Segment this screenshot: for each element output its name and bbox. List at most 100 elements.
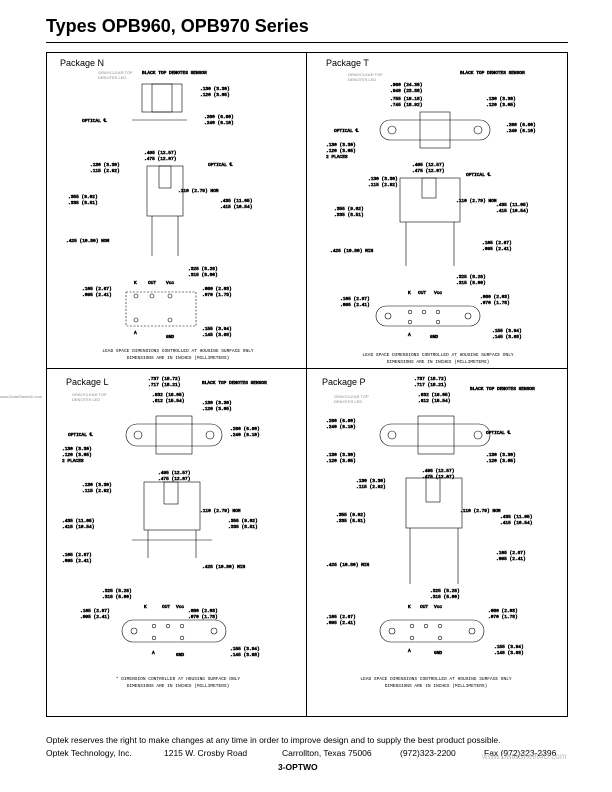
- n-dim-435: .435 (11.05): [220, 198, 252, 204]
- l-min-425: .425 (10.80) MIN: [202, 564, 246, 570]
- p-dim-130: .130 (3.30): [326, 452, 356, 458]
- l-dim-315: .315 (8.00): [102, 594, 132, 600]
- p-dim-355: .355 (9.02): [336, 512, 366, 518]
- p-dim-335: .335 (8.51): [336, 518, 366, 524]
- l-mount-hole-right: [205, 430, 215, 440]
- l-dim-130b: .130 (3.30): [82, 482, 112, 488]
- l-dim-095: .095 (2.41): [62, 558, 92, 564]
- p-dim-495: .495 (12.57): [422, 468, 454, 474]
- t-dim-315: .315 (8.00): [456, 280, 486, 286]
- t-dim-755: .755 (19.18): [390, 96, 422, 102]
- l-optical-cl: OPTICAL ℄: [68, 432, 94, 438]
- l-pin-k-label: K: [144, 604, 147, 610]
- t-notes: LEAD SPACE DIMENSIONS CONTROLLED AT HOUS…: [328, 352, 548, 366]
- page-number: 3-OPTWO: [278, 762, 318, 772]
- n-optical-cl: OPTICAL ℄: [82, 118, 108, 124]
- p-dim-415: .415 (10.54): [500, 520, 532, 526]
- n-pin-a-label: A: [134, 330, 137, 336]
- l-dim-260: .260 (6.60): [230, 426, 260, 432]
- l-dim-155: .155 (3.94): [230, 646, 260, 652]
- p-dim-737: .737 (18.72): [414, 376, 446, 382]
- l-dim-080: .080 (2.03): [188, 608, 218, 614]
- t-bot-dim-095: .095 (2.41): [340, 302, 370, 308]
- l-dim-632: .632 (16.05): [152, 392, 184, 398]
- t-dim-335: .335 (8.51): [334, 212, 364, 218]
- n-pin-out: [149, 293, 155, 299]
- p-bot-dim-095: .095 (2.41): [326, 620, 356, 626]
- l-pin-vcc-label: Vcc: [176, 604, 184, 610]
- p-dim-130b: .130 (3.30): [356, 478, 386, 484]
- p-dim-717: .717 (18.21): [414, 382, 446, 388]
- p-top-body: [379, 423, 491, 447]
- l-dim-435: .435 (11.05): [62, 518, 94, 524]
- side-watermark: www.DataSheet4U.com: [0, 394, 43, 399]
- p-dim-155: .155 (3.94): [494, 644, 524, 650]
- p-mount-hole-left: [387, 430, 397, 440]
- p-notes: LEAD SPACE DIMENSIONS CONTROLLED AT HOUS…: [326, 676, 546, 690]
- t-bot-dim-105: .105 (2.67): [340, 296, 370, 302]
- n-nom-425: .425 (10.80) NOM: [66, 238, 110, 244]
- t-dim-070: .070 (1.78): [480, 300, 510, 306]
- n-optical-cl-2: OPTICAL ℄: [208, 162, 234, 168]
- l-dim-612: .612 (15.54): [152, 398, 184, 404]
- t-mount-hole-left: [387, 125, 397, 135]
- p-min-425: .425 (10.80) MIN: [326, 562, 370, 568]
- t-dim-940: .940 (23.88): [390, 88, 422, 94]
- package-l-drawing: .737 (18.72) .717 (18.21) BLACK TOP DENO…: [62, 376, 268, 659]
- n-dim-155: .155 (3.94): [202, 326, 232, 332]
- footer-fax: Fax (972)323-2396: [484, 748, 557, 758]
- t-pin-vcc-label: Vcc: [434, 290, 442, 296]
- p-optical-cl: OPTICAL ℄: [486, 430, 512, 436]
- p-dim-080: .080 (2.03): [488, 608, 518, 614]
- t-dim-note: DIMENSIONS ARE IN INCHES (MILLIMETERS): [386, 360, 490, 365]
- t-two-places: 2 PLACES: [326, 154, 348, 160]
- l-dim-335: .335 (8.51): [228, 524, 258, 530]
- package-p-drawing: .737 (18.72) .717 (18.21) BLACK TOP DENO…: [326, 376, 536, 657]
- l-two-places: 2 PLACES: [62, 458, 84, 464]
- t-dim-155: .155 (3.94): [492, 328, 522, 334]
- t-dim-105: .105 (2.67): [482, 240, 512, 246]
- l-bot-dim-095: .095 (2.41): [80, 614, 110, 620]
- p-mount-hole-right: [473, 430, 483, 440]
- p-dim-120: .120 (3.05): [326, 458, 356, 464]
- l-nom-110: .110 (2.79) NOM: [200, 508, 241, 514]
- n-dim-080: .080 (2.03): [202, 286, 232, 292]
- p-pin-vcc-label: Vcc: [434, 604, 442, 610]
- n-dim-115: .115 (2.92): [90, 168, 120, 174]
- p-dim-240: .240 (6.10): [326, 424, 356, 430]
- n-dim-095: .095 (2.41): [82, 292, 112, 298]
- l-dim-737: .737 (18.72): [148, 376, 180, 382]
- p-pin-a-label: A: [408, 648, 411, 654]
- t-dim-260: .260 (6.60): [506, 122, 536, 128]
- package-p-label: Package P: [322, 377, 366, 387]
- p-dim-260: .260 (6.60): [326, 418, 356, 424]
- n-dim-475: .475 (12.07): [144, 156, 176, 162]
- p-dim-070: .070 (1.78): [488, 614, 518, 620]
- n-dim-355: .355 (9.02): [68, 194, 98, 200]
- l-dim-717: .717 (18.21): [148, 382, 180, 388]
- l-hole-dim-120: .120 (3.05): [62, 452, 92, 458]
- l-dim-130: .130 (3.30): [202, 400, 232, 406]
- n-dim-120: .120 (3.05): [200, 92, 230, 98]
- p-hole-dim-120: .120 (3.05): [486, 458, 516, 464]
- t-nom-110: .110 (2.79) NOM: [456, 198, 497, 204]
- n-dim-315: .315 (8.00): [188, 272, 218, 278]
- n-top-slot: [151, 83, 173, 113]
- disclaimer: Optek reserves the right to make changes…: [46, 735, 501, 745]
- t-pin-out-label: OUT: [418, 290, 426, 296]
- n-top-body: [141, 83, 183, 113]
- n-pin-a: [133, 317, 139, 323]
- grid-horizontal-divider: [46, 368, 568, 369]
- p-dim-315: .315 (8.00): [430, 594, 460, 600]
- p-side-body: [405, 477, 463, 529]
- t-dim-130: .130 (3.30): [486, 96, 516, 102]
- l-pin-gnd-label: GND: [176, 652, 184, 658]
- l-dim-105: .105 (2.67): [62, 552, 92, 558]
- l-dim-355: .355 (9.02): [228, 518, 258, 524]
- t-optical-cl: OPTICAL ℄: [334, 128, 360, 134]
- n-pin-k: [133, 293, 139, 299]
- n-bottom-outline: [125, 291, 197, 327]
- p-hole-dim-130: .130 (3.30): [486, 452, 516, 458]
- footer-address: 1215 W. Crosby Road: [164, 748, 248, 758]
- package-n-drawing: BLACK TOP DENOTES SENSOR OPTICAL ℄ .130 …: [66, 70, 253, 341]
